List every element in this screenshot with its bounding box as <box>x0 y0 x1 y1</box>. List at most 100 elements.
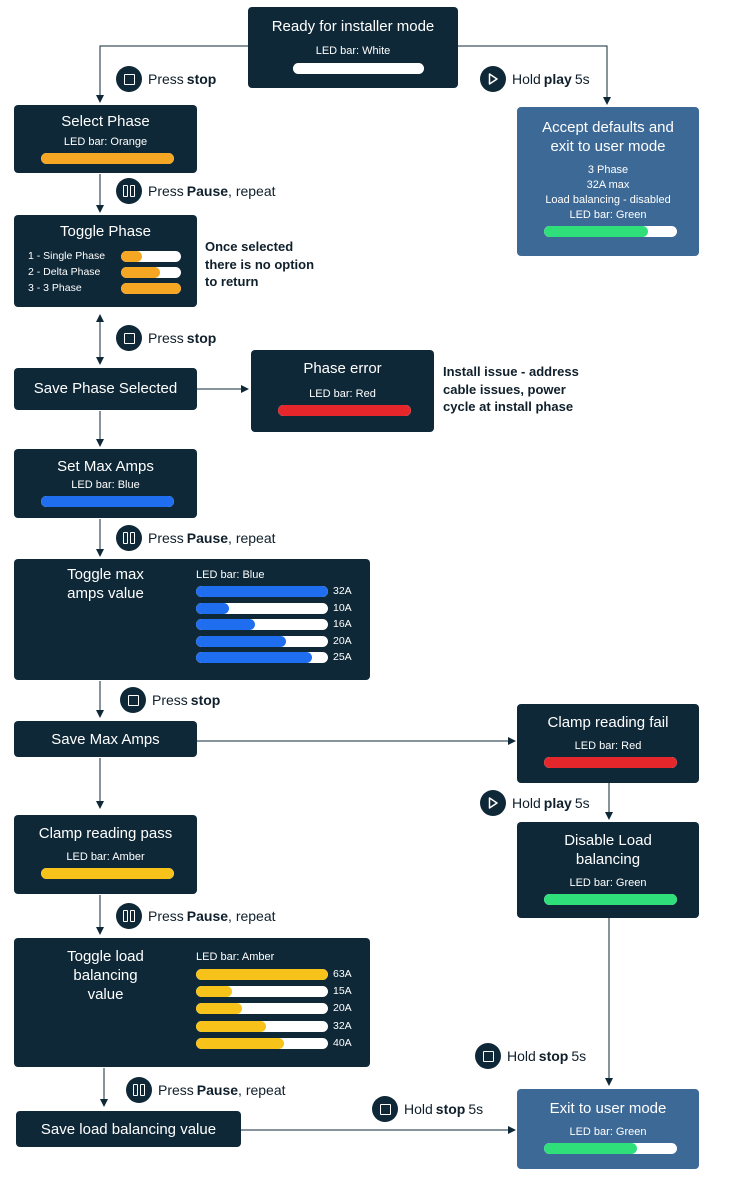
stop-icon <box>120 687 146 713</box>
action-verb: Press <box>148 908 184 924</box>
action-key: Pause <box>186 908 229 924</box>
load-balancing-option-label: 40A <box>333 1036 352 1049</box>
toggle-note-line3: to return <box>205 274 259 289</box>
clamp-pass-led-label: LED bar: Amber <box>66 851 145 863</box>
arrow-ready-to-accept <box>458 45 611 105</box>
disable-lb-led-bar <box>544 894 677 905</box>
install-note-line2: cable issues, power <box>443 381 566 397</box>
phase-error-led-label: LED bar: Red <box>309 388 376 400</box>
set-max-led-fill <box>41 496 174 507</box>
toggle-max-title-line1: Toggle max <box>67 566 144 583</box>
action-key: stop <box>190 692 221 708</box>
load-balancing-option-fill <box>196 1020 266 1032</box>
action-verb: Hold <box>512 795 541 811</box>
play-icon <box>480 66 506 92</box>
toggle-lb-title-line1: Toggle load <box>67 948 144 965</box>
toggle-note-line1: Once selected <box>205 239 294 254</box>
arrow-ready-to-select <box>96 45 248 103</box>
action-verb: Hold <box>507 1048 536 1064</box>
action-key: play <box>543 71 572 87</box>
disable-lb-led-fill <box>544 894 677 905</box>
install-note-line3: cycle at install phase <box>443 399 574 414</box>
load-balancing-option-fill <box>196 1003 243 1015</box>
action-suffix: 5s <box>574 795 590 811</box>
load-balancing-option-fill <box>196 986 232 998</box>
max-amps-option-fill <box>196 619 256 631</box>
load-balancing-option-label: 15A <box>333 985 352 998</box>
accept-title-line1: Accept defaults and <box>542 119 674 136</box>
action-key: stop <box>435 1101 466 1117</box>
accept-line1: 3 Phase <box>587 164 629 176</box>
action-key: play <box>543 795 572 811</box>
save-load-balancing-box: Save load balancing value <box>16 1111 241 1147</box>
ready-led-bar <box>293 63 424 74</box>
phase-option-label: 2 - Delta Phase <box>28 266 101 278</box>
phase-error-led-fill <box>278 405 411 416</box>
load-balancing-option-bar <box>196 1003 328 1015</box>
action-verb: Press <box>148 330 184 346</box>
save-max-amps-box: Save Max Amps <box>14 721 197 757</box>
ready-title: Ready for installer mode <box>271 18 435 35</box>
load-balancing-option-fill <box>196 969 328 980</box>
action-suffix: , repeat <box>228 530 276 546</box>
select-phase-box: Select Phase LED bar: Orange <box>14 105 197 173</box>
action-verb: Press <box>148 71 184 87</box>
toggle-lb-led-label: LED bar: Amber <box>196 951 275 963</box>
accept-led-bar <box>544 226 677 237</box>
load-balancing-option-label: 20A <box>333 1002 352 1015</box>
accept-defaults-box: Accept defaults and exit to user mode 3 … <box>517 107 699 256</box>
set-max-amps-box: Set Max Amps LED bar: Blue <box>14 449 197 518</box>
max-amps-option-label: 16A <box>333 618 352 631</box>
phase-option-bar <box>121 267 181 278</box>
action-key: Pause <box>186 530 229 546</box>
toggle-note-line2: there is no option <box>205 256 315 272</box>
select-phase-led-fill <box>41 153 174 164</box>
clamp-fail-led-bar <box>544 757 677 768</box>
accept-line3: Load balancing - disabled <box>545 194 671 206</box>
action-key: stop <box>186 71 217 87</box>
phase-option-bar <box>121 251 181 262</box>
toggle-phase-title: Toggle Phase <box>60 223 151 240</box>
load-balancing-option-label: 32A <box>333 1019 352 1032</box>
ready-installer-box: Ready for installer mode LED bar: White <box>248 7 458 88</box>
load-balancing-option-bar <box>196 969 328 980</box>
action-suffix: 5s <box>468 1101 484 1117</box>
clamp-fail-box: Clamp reading fail LED bar: Red <box>517 704 699 783</box>
disable-lb-led-label: LED bar: Green <box>569 877 647 889</box>
max-amps-option-bar <box>196 635 328 647</box>
action-verb: Press <box>152 692 188 708</box>
phase-option-fill <box>121 251 142 262</box>
phase-option-fill <box>121 267 160 278</box>
phase-error-led-bar <box>278 405 411 416</box>
max-amps-option-label: 32A <box>333 585 352 597</box>
exit-user-led-fill <box>544 1143 638 1154</box>
action-key: Pause <box>186 183 229 199</box>
select-phase-led-bar <box>41 153 174 164</box>
action-suffix: , repeat <box>238 1082 286 1098</box>
clamp-pass-box: Clamp reading pass LED bar: Amber <box>14 815 197 894</box>
pause-icon <box>116 525 142 551</box>
install-note-line1: Install issue - address <box>443 364 579 379</box>
accept-led-label: LED bar: Green <box>569 209 647 221</box>
stop-icon <box>475 1043 501 1069</box>
action-verb: Hold <box>512 71 541 87</box>
save-phase-title: Save Phase Selected <box>33 380 178 397</box>
action-key: stop <box>538 1048 569 1064</box>
stop-icon <box>116 66 142 92</box>
accept-line2: 32A max <box>586 179 630 191</box>
select-phase-led-label: LED bar: Orange <box>63 136 148 148</box>
accept-title-line2: exit to user mode <box>550 138 666 155</box>
exit-user-mode-box: Exit to user mode LED bar: Green <box>517 1089 699 1169</box>
max-amps-option-label: 10A <box>333 601 352 614</box>
action-verb: Press <box>158 1082 194 1098</box>
exit-user-title: Exit to user mode <box>549 1100 667 1117</box>
max-amps-option-bar <box>196 602 328 614</box>
